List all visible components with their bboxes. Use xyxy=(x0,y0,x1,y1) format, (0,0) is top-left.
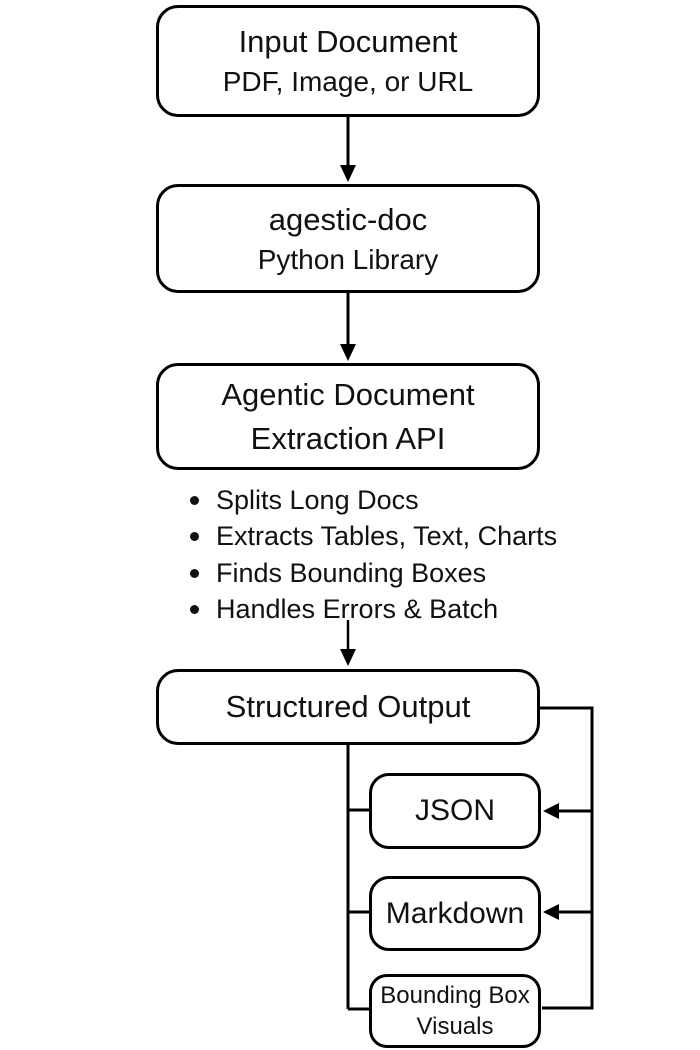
arrow-loop-to-markdown xyxy=(543,904,592,920)
bullet-icon xyxy=(190,532,199,542)
node-json: JSON xyxy=(369,773,541,849)
node-bounding-box-visuals: Bounding Box Visuals xyxy=(369,974,541,1048)
node-markdown-title: Markdown xyxy=(385,896,525,930)
node-input-document-subtitle: PDF, Image, or URL xyxy=(222,66,474,97)
node-structured-output: Structured Output xyxy=(156,669,540,745)
feature-item: Finds Bounding Boxes xyxy=(190,555,610,592)
node-json-title: JSON xyxy=(414,794,495,827)
node-input-document: Input Document PDF, Image, or URL xyxy=(156,5,540,117)
connector-right-loop xyxy=(540,706,594,1010)
feature-item-label: Extracts Tables, Text, Charts xyxy=(216,521,558,552)
node-markdown: Markdown xyxy=(369,876,541,951)
bullet-icon xyxy=(190,568,199,578)
feature-item-label: Finds Bounding Boxes xyxy=(216,557,487,588)
node-python-library-title: agestic-doc xyxy=(268,201,428,237)
feature-item-label: Splits Long Docs xyxy=(216,484,419,515)
arrow-library-to-api xyxy=(340,293,356,361)
node-bounding-box-visuals-title: Bounding Box Visuals xyxy=(380,982,530,1040)
node-python-library: agestic-doc Python Library xyxy=(156,184,540,293)
arrow-loop-to-json xyxy=(543,803,592,819)
arrow-input-to-library xyxy=(340,117,356,182)
connector-left-branch xyxy=(346,745,369,1011)
node-extraction-api-title: Agentic Document Extraction API xyxy=(221,376,475,456)
feature-item: Splits Long Docs xyxy=(190,482,610,519)
node-input-document-title: Input Document xyxy=(238,24,458,59)
bullet-icon xyxy=(190,605,199,615)
bullet-icon xyxy=(190,495,199,505)
feature-list: Splits Long Docs Extracts Tables, Text, … xyxy=(190,482,610,628)
feature-item-label: Handles Errors & Batch xyxy=(216,594,499,625)
node-python-library-subtitle: Python Library xyxy=(257,243,439,275)
node-structured-output-title: Structured Output xyxy=(225,689,471,724)
node-extraction-api: Agentic Document Extraction API xyxy=(156,363,540,470)
feature-item: Handles Errors & Batch xyxy=(190,592,610,629)
feature-item: Extracts Tables, Text, Charts xyxy=(190,519,610,556)
